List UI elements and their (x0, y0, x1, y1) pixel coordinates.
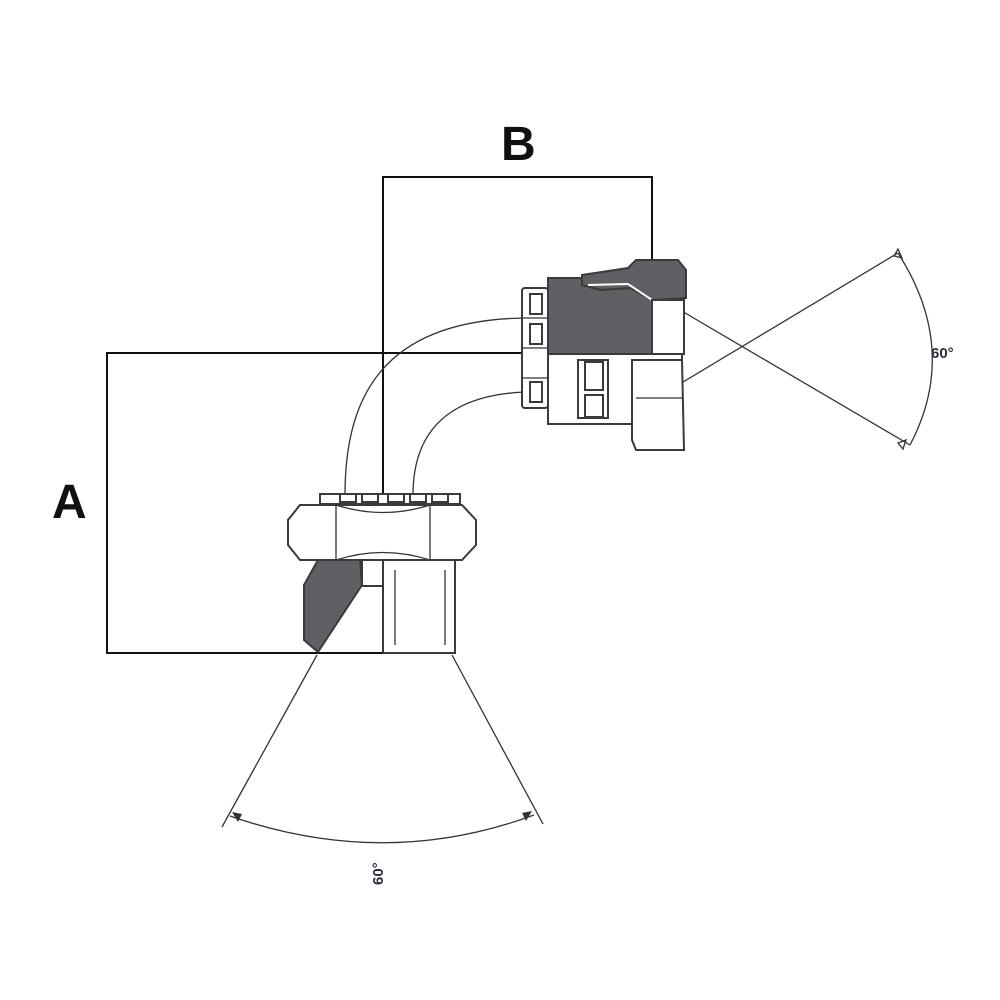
right-cone-lines (679, 247, 933, 451)
dimension-b-lines (382, 176, 653, 653)
hose-tube (344, 317, 526, 496)
bottom-angle-label: 60° (370, 862, 387, 885)
dimension-a-lines (106, 352, 682, 654)
bottom-cone-lines (221, 654, 544, 844)
upper-fitting (521, 259, 687, 451)
right-angle-label: 60° (931, 345, 954, 362)
lower-fitting (287, 493, 477, 654)
dimension-b-label: B (501, 118, 536, 171)
dimension-a-label: A (52, 476, 87, 529)
